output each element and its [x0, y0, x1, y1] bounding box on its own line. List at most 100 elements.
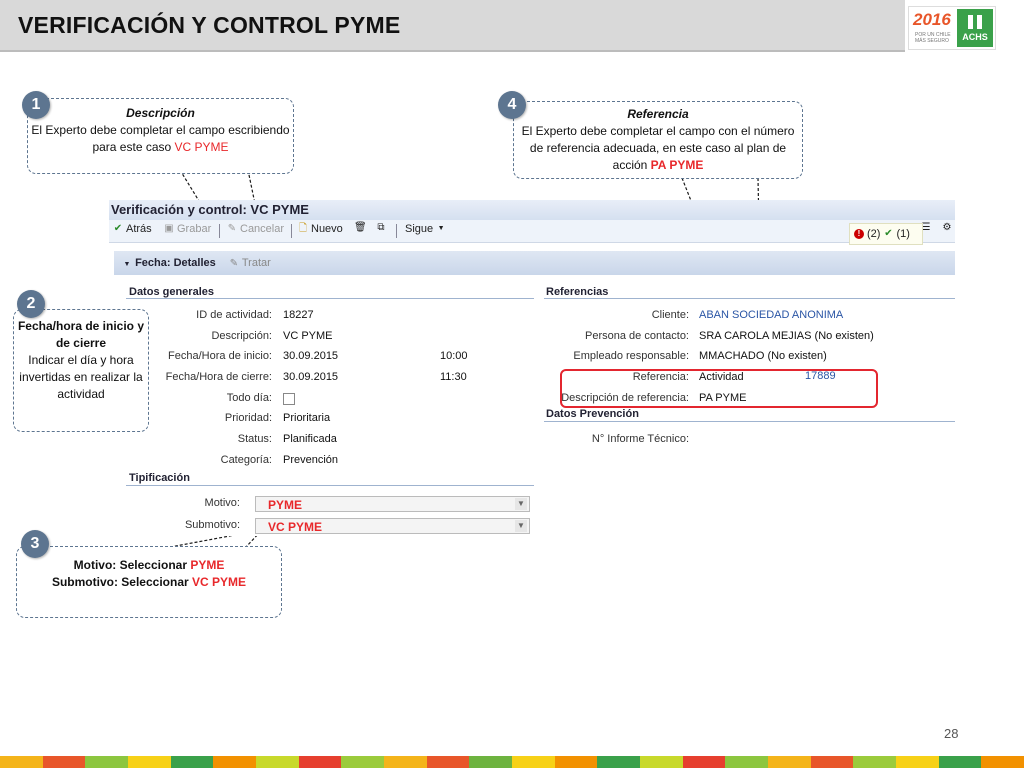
- app-title: Verificación y control: VC PYME: [111, 202, 309, 217]
- status-value[interactable]: Planificada: [283, 433, 337, 445]
- field-label: Descripción:: [211, 330, 272, 342]
- category-value[interactable]: Prevención: [283, 454, 339, 466]
- end-time-field[interactable]: 11:30: [440, 371, 467, 383]
- chevron-down-icon: ▼: [437, 225, 445, 232]
- field-label: Descripción de referencia:: [561, 392, 689, 404]
- achs-logo: 2016 POR UN CHILE MÁS SEGURO ACHS: [908, 6, 996, 50]
- section-header: ▼ Fecha: Detalles ✎ Tratar: [114, 251, 955, 275]
- start-date-field[interactable]: 30.09.2015: [283, 350, 339, 362]
- references-heading: Referencias: [546, 286, 609, 298]
- cancel-button[interactable]: ✎Cancelar: [227, 223, 285, 235]
- toolbar-separator: [291, 224, 292, 238]
- field-label: Submotivo:: [184, 519, 240, 531]
- callout-title: Descripción: [126, 106, 195, 120]
- copy-button[interactable]: ⧉: [376, 223, 386, 233]
- list-icon: ☰: [921, 222, 931, 233]
- toolbar-separator: [219, 224, 220, 238]
- callout-dates: Fecha/hora de inicio y de cierre Indicar…: [13, 309, 149, 432]
- field-label: Prioridad:: [224, 412, 272, 424]
- new-document-icon: 🗋: [298, 223, 308, 234]
- toolbar-separator: [396, 224, 397, 238]
- new-button[interactable]: 🗋Nuevo: [298, 223, 343, 235]
- field-label: Fecha/Hora de inicio:: [168, 350, 272, 362]
- toolbar: ✔Atrás ▣Grabar ✎Cancelar 🗋Nuevo 🗑 ⧉ Sigu…: [109, 220, 955, 243]
- contact-person-value[interactable]: SRA CAROLA MEJIAS (No existen): [699, 330, 874, 342]
- reference-highlight: [560, 369, 878, 408]
- check-icon: ✔: [884, 228, 893, 239]
- follow-menu-button[interactable]: Sigue▼: [405, 223, 445, 235]
- callout-highlight: VC PYME: [192, 575, 247, 589]
- tratar-link[interactable]: ✎ Tratar: [229, 257, 271, 269]
- all-day-checkbox[interactable]: [283, 393, 295, 405]
- dropdown-value: VC PYME: [268, 520, 323, 534]
- triangle-down-icon: ▼: [123, 261, 131, 268]
- check-icon: ✔: [113, 223, 123, 234]
- logo-brand: ACHS: [957, 9, 993, 47]
- copy-icon: ⧉: [377, 222, 385, 233]
- description-field[interactable]: VC PYME: [283, 330, 333, 342]
- step-badge-4: 4: [498, 91, 526, 119]
- settings-icon-button[interactable]: ⚙: [942, 223, 952, 233]
- callout-description: Descripción El Experto debe completar el…: [27, 98, 294, 174]
- callout-text: El Experto debe completar el campo con e…: [521, 124, 795, 172]
- delete-button[interactable]: 🗑: [354, 223, 367, 233]
- logo-tagline: POR UN CHILE MÁS SEGURO: [915, 32, 951, 44]
- motivo-dropdown[interactable]: PYME ▼: [255, 496, 530, 512]
- callout-text: Motivo: Seleccionar: [73, 558, 187, 572]
- step-badge-3: 3: [21, 530, 49, 558]
- reference-description-value[interactable]: PA PYME: [699, 392, 747, 404]
- app-titlebar: Verificación y control: VC PYME: [109, 200, 955, 220]
- back-button[interactable]: ✔Atrás: [113, 223, 152, 235]
- dropdown-value: PYME: [268, 498, 303, 512]
- page-number: 28: [944, 726, 959, 741]
- field-label: Cliente:: [651, 309, 689, 321]
- callout-highlight: VC PYME: [174, 140, 229, 154]
- step-badge-1: 1: [22, 91, 50, 119]
- callout-text: Submotivo: Seleccionar: [51, 575, 189, 589]
- divider: [126, 485, 534, 486]
- section-title[interactable]: ▼ Fecha: Detalles: [123, 257, 216, 269]
- general-heading: Datos generales: [129, 286, 214, 298]
- cancel-icon: ✎: [227, 223, 237, 234]
- prevention-heading: Datos Prevención: [546, 408, 639, 420]
- callout-title: Referencia: [627, 107, 689, 121]
- chevron-down-icon[interactable]: ▼: [515, 498, 527, 510]
- activity-id-value: 18227: [283, 309, 314, 321]
- reference-type-value[interactable]: Actividad: [699, 371, 744, 383]
- field-label: N° Informe Técnico:: [591, 433, 689, 445]
- app-window: Verificación y control: VC PYME ✔Atrás ▣…: [109, 200, 955, 536]
- reference-number-link[interactable]: 17889: [805, 370, 836, 382]
- submotivo-dropdown[interactable]: VC PYME ▼: [255, 518, 530, 534]
- list-icon-button[interactable]: ☰: [921, 223, 931, 233]
- disk-icon: ▣: [164, 223, 174, 234]
- message-status[interactable]: !(2) ✔(1): [849, 223, 923, 245]
- field-label: Referencia:: [632, 371, 689, 383]
- priority-value[interactable]: Prioritaria: [283, 412, 331, 424]
- end-date-field[interactable]: 30.09.2015: [283, 371, 339, 383]
- divider: [126, 298, 534, 299]
- field-label: Fecha/Hora de cierre:: [165, 371, 272, 383]
- logo-year: 2016: [913, 10, 951, 29]
- field-label: Status:: [237, 433, 272, 445]
- field-label: Persona de contacto:: [585, 330, 689, 342]
- start-time-field[interactable]: 10:00: [440, 350, 468, 362]
- edit-icon: ✎: [229, 258, 239, 269]
- field-label: Todo día:: [226, 392, 272, 404]
- error-icon: !: [854, 229, 864, 239]
- callout-text: El Experto debe completar el campo escri…: [31, 123, 290, 154]
- field-label: ID de actividad:: [196, 309, 272, 321]
- divider: [544, 421, 955, 422]
- callout-highlight: PA PYME: [650, 158, 704, 172]
- field-label: Categoría:: [220, 454, 272, 466]
- gear-icon: ⚙: [942, 222, 952, 233]
- responsible-employee-value[interactable]: MMACHADO (No existen): [699, 350, 827, 362]
- chevron-down-icon[interactable]: ▼: [515, 520, 527, 532]
- callout-reference: Referencia El Experto debe completar el …: [513, 101, 803, 179]
- slide-title-bar: [0, 0, 905, 52]
- callout-highlight: PYME: [190, 558, 225, 572]
- field-label: Empleado responsable:: [573, 350, 689, 362]
- client-link[interactable]: ABAN SOCIEDAD ANONIMA: [699, 309, 844, 321]
- save-button[interactable]: ▣Grabar: [164, 223, 212, 235]
- callout-motivo: Motivo: Seleccionar PYME Submotivo: Sele…: [16, 546, 282, 618]
- tipificacion-heading: Tipificación: [129, 472, 190, 484]
